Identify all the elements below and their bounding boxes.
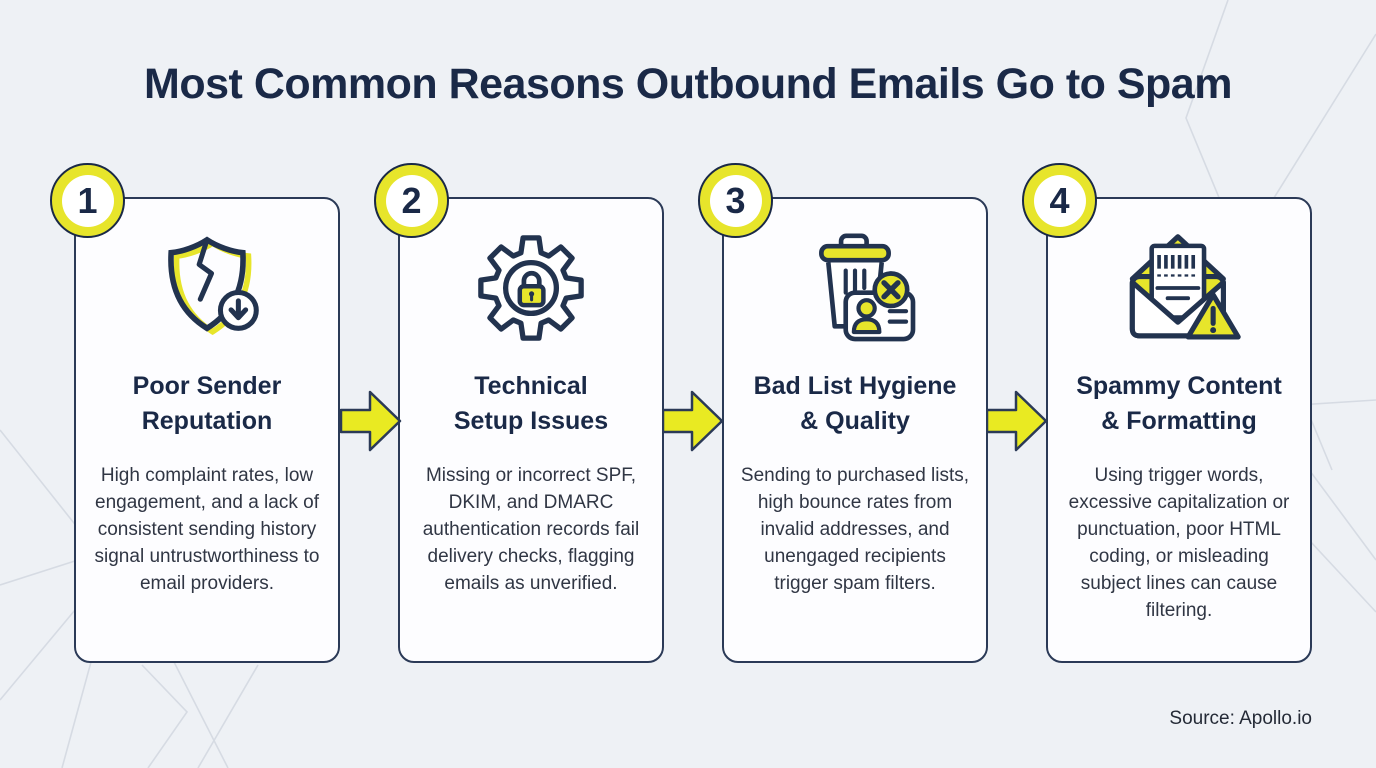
step-number: 3 (709, 174, 762, 227)
card-title-line2: & Quality (800, 407, 910, 435)
source-attribution: Source: Apollo.io (1169, 708, 1312, 729)
step-number-badge: 3 (698, 163, 773, 238)
spam-envelope-warning-icon (1048, 225, 1310, 351)
flow-arrow-right-icon (985, 389, 1048, 453)
card-title: Spammy Content & Formatting (1048, 369, 1310, 439)
card-spammy-content-formatting: 4 (1022, 163, 1312, 663)
card-title-line2: Setup Issues (453, 407, 609, 435)
card-title: Poor Sender Reputation (76, 369, 338, 439)
card-poor-sender-reputation: 1 Poor Sender Reputation High complaint … (50, 163, 340, 663)
card-title-line1: Poor Sender (132, 372, 282, 400)
page-title: Most Common Reasons Outbound Emails Go t… (144, 60, 1232, 108)
step-number: 1 (61, 174, 114, 227)
step-number-badge: 1 (50, 163, 125, 238)
card-title-line1: Bad List Hygiene (753, 372, 957, 400)
card-title: Technical Setup Issues (400, 369, 662, 439)
card-title-line2: Reputation (141, 407, 273, 435)
step-number: 4 (1033, 174, 1086, 227)
flow-arrow-right-icon (661, 389, 724, 453)
gear-lock-icon (400, 225, 662, 351)
card-description: Sending to purchased lists, high bounce … (740, 465, 970, 594)
step-number: 2 (385, 174, 438, 227)
step-number-badge: 4 (1022, 163, 1097, 238)
card-title: Bad List Hygiene & Quality (724, 369, 986, 439)
card-title-line1: Spammy Content (1076, 372, 1282, 400)
step-number-badge: 2 (374, 163, 449, 238)
card-bad-list-hygiene: 3 Bad List Hygiene & Quality (698, 163, 988, 663)
card-title-line2: & Formatting (1101, 407, 1257, 435)
flow-arrow-right-icon (339, 389, 402, 453)
card-description: High complaint rates, low engagement, an… (94, 465, 320, 594)
broken-shield-down-arrow-icon (76, 225, 338, 351)
card-title-line1: Technical (474, 372, 588, 400)
card-description: Missing or incorrect SPF, DKIM, and DMAR… (422, 465, 640, 594)
card-description: Using trigger words, excessive capitaliz… (1068, 465, 1290, 621)
trash-contact-card-x-icon (724, 225, 986, 351)
card-technical-setup-issues: 2 Technical Setup Issues Missing or inco… (374, 163, 664, 663)
